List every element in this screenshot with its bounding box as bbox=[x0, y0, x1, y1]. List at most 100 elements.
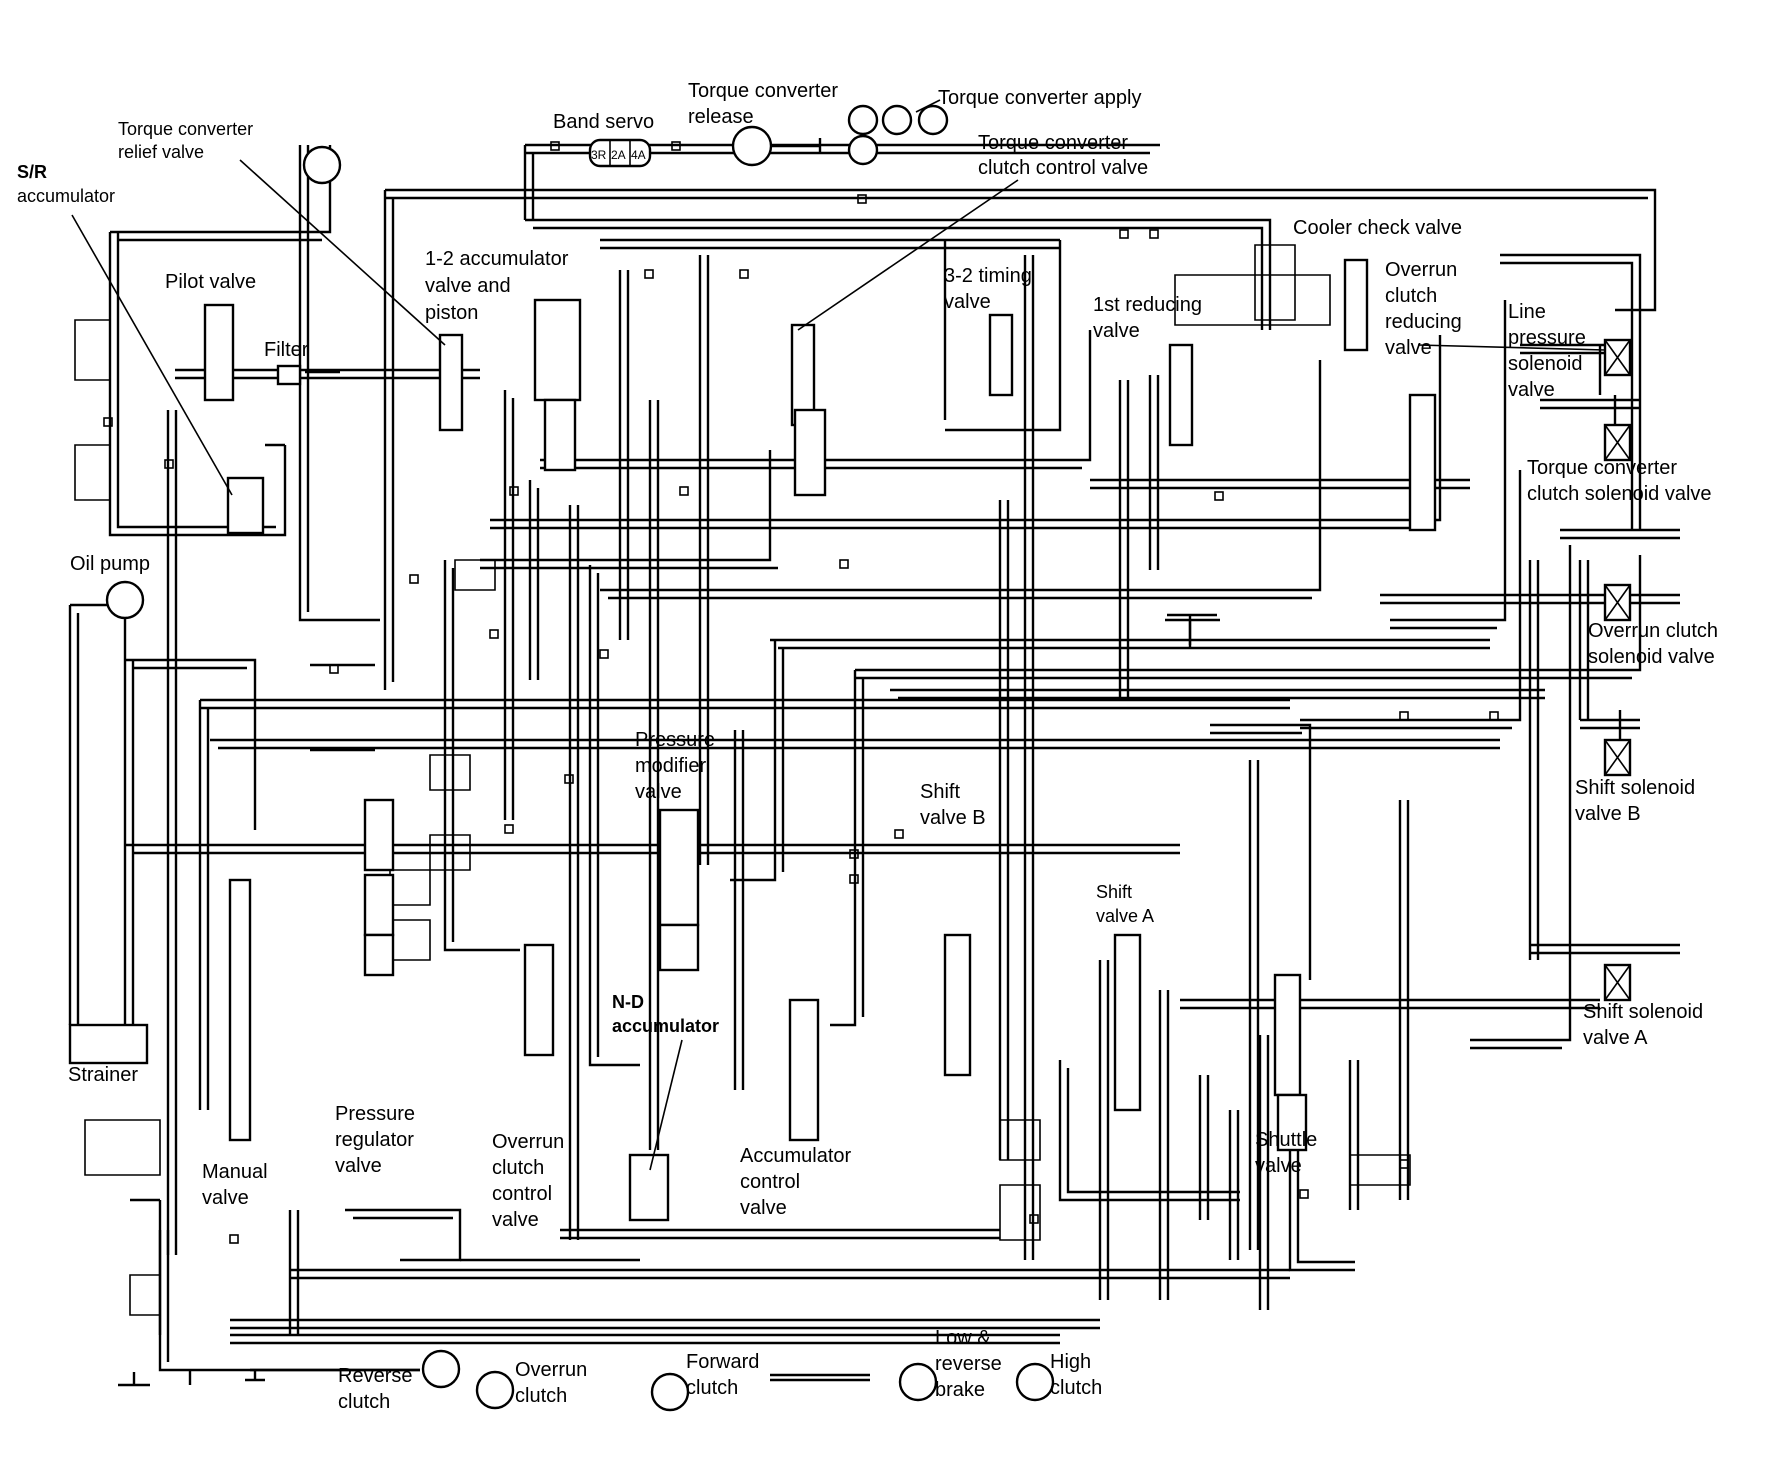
tc-apply-circle-4 bbox=[847, 134, 879, 166]
label-shift-valve-a-2: valve A bbox=[1096, 906, 1154, 926]
label-oil-pump: Oil pump bbox=[70, 553, 150, 575]
high-clutch-circle bbox=[1015, 1362, 1055, 1402]
leader-lines bbox=[71, 99, 1606, 1171]
label-overrun-reducing-1: Overrun bbox=[1385, 259, 1457, 281]
reverse-clutch-circle bbox=[421, 1349, 461, 1389]
label-shift-solenoid-b-2: valve B bbox=[1575, 803, 1641, 825]
label-forward-clutch-2: clutch bbox=[686, 1377, 738, 1399]
label-low-reverse-brake-2: reverse bbox=[935, 1353, 1002, 1375]
tc-relief-circle bbox=[302, 145, 342, 185]
tc-apply-circle-2 bbox=[881, 104, 913, 136]
overrun-control-body bbox=[523, 943, 555, 1057]
label-band-servo: Band servo bbox=[553, 111, 654, 133]
label-nd-accumulator-1: N-D bbox=[612, 992, 644, 1012]
low-reverse-brake-circle bbox=[898, 1362, 938, 1402]
label-tc-relief-1: Torque converter bbox=[118, 119, 253, 139]
label-shift-valve-b-2: valve B bbox=[920, 807, 986, 829]
label-line-pressure-4: valve bbox=[1508, 379, 1555, 401]
label-shift-solenoid-a-2: valve A bbox=[1583, 1027, 1648, 1049]
label-tc-release-1: Torque converter bbox=[688, 80, 838, 102]
pressure-regulator-body bbox=[363, 798, 395, 872]
label-pilot-valve: Pilot valve bbox=[165, 271, 256, 293]
manual-valve-body bbox=[228, 878, 252, 1142]
shift-valve-a-body bbox=[1113, 933, 1142, 1112]
label-overrun-solenoid-1: Overrun clutch bbox=[1588, 620, 1718, 642]
label-high-clutch-2: clutch bbox=[1050, 1377, 1102, 1399]
label-tc-clutch-solenoid-1: Torque converter bbox=[1527, 457, 1677, 479]
label-overrun-reducing-4: valve bbox=[1385, 337, 1432, 359]
label-low-reverse-brake-1: Low & bbox=[935, 1327, 991, 1349]
accum-12-piston bbox=[543, 398, 577, 472]
pilot-valve-body bbox=[203, 303, 235, 402]
label-overrun-control-1: Overrun bbox=[492, 1131, 564, 1153]
label-reverse-clutch-2: clutch bbox=[338, 1391, 390, 1413]
filter-body bbox=[276, 364, 302, 386]
label-reducing-1st-1: 1st reducing bbox=[1093, 294, 1202, 316]
band-servo-body bbox=[588, 138, 652, 168]
label-band-servo-2a: 2A bbox=[611, 148, 626, 162]
label-sr-accumulator-2: accumulator bbox=[17, 186, 115, 206]
label-strainer: Strainer bbox=[68, 1064, 138, 1086]
label-nd-accumulator-2: accumulator bbox=[612, 1016, 719, 1036]
label-line-pressure-3: solenoid bbox=[1508, 353, 1583, 375]
label-accum-12-3: piston bbox=[425, 302, 478, 324]
label-overrun-clutch-1: Overrun bbox=[515, 1359, 587, 1381]
label-shift-solenoid-b-1: Shift solenoid bbox=[1575, 777, 1695, 799]
label-overrun-reducing-2: clutch bbox=[1385, 285, 1437, 307]
accum-12-body bbox=[533, 298, 582, 402]
label-shift-valve-a-1: Shift bbox=[1096, 882, 1132, 902]
reducing-1st-body bbox=[1168, 343, 1194, 447]
label-shift-solenoid-a-1: Shift solenoid bbox=[1583, 1001, 1703, 1023]
label-tc-apply: Torque converter apply bbox=[938, 87, 1141, 109]
overrun-reducing-body bbox=[1408, 393, 1437, 532]
orifice-markers bbox=[103, 141, 1499, 1244]
label-accum-12-1: 1-2 accumulator bbox=[425, 248, 569, 270]
label-forward-clutch-1: Forward bbox=[686, 1351, 759, 1373]
sr-accumulator-body bbox=[226, 476, 265, 535]
label-timing-32-2: valve bbox=[944, 291, 991, 313]
tc-apply-circle-3 bbox=[917, 104, 949, 136]
label-overrun-control-4: valve bbox=[492, 1209, 539, 1231]
label-shuttle-valve-1: Shuttle bbox=[1255, 1129, 1317, 1151]
label-overrun-solenoid-2: solenoid valve bbox=[1588, 646, 1715, 668]
label-low-reverse-brake-3: brake bbox=[935, 1379, 985, 1401]
tc-release-circle bbox=[731, 125, 773, 167]
label-pressure-modifier-3: valve bbox=[635, 781, 682, 803]
shift-valve-b-body bbox=[943, 933, 972, 1077]
label-filter: Filter bbox=[264, 339, 309, 361]
shuttle-valve-body bbox=[1273, 973, 1302, 1097]
label-line-pressure-2: pressure bbox=[1508, 327, 1586, 349]
label-pressure-regulator-3: valve bbox=[335, 1155, 382, 1177]
label-pressure-regulator-1: Pressure bbox=[335, 1103, 415, 1125]
label-band-servo-4a: 4A bbox=[631, 148, 646, 162]
overrun-clutch-circle bbox=[475, 1370, 515, 1410]
label-overrun-clutch-2: clutch bbox=[515, 1385, 567, 1407]
label-tc-clutch-solenoid-2: clutch solenoid valve bbox=[1527, 483, 1712, 505]
label-pressure-modifier-1: Pressure bbox=[635, 729, 715, 751]
label-high-clutch-1: High bbox=[1050, 1351, 1091, 1373]
label-cooler-check-valve: Cooler check valve bbox=[1293, 217, 1462, 239]
label-tc-relief-2: relief valve bbox=[118, 142, 204, 162]
label-accumulator-control-1: Accumulator bbox=[740, 1145, 851, 1167]
label-overrun-reducing-3: reducing bbox=[1385, 311, 1462, 333]
label-tc-release-2: release bbox=[688, 106, 754, 128]
label-line-pressure-1: Line bbox=[1508, 301, 1546, 323]
label-accumulator-control-2: control bbox=[740, 1171, 800, 1193]
label-reducing-1st-2: valve bbox=[1093, 320, 1140, 342]
tc-apply-circle-1 bbox=[847, 104, 879, 136]
strainer-body bbox=[68, 1023, 149, 1065]
label-pressure-regulator-2: regulator bbox=[335, 1129, 414, 1151]
label-overrun-control-2: clutch bbox=[492, 1157, 544, 1179]
labels: S/R accumulator Torque converter relief … bbox=[17, 80, 1718, 1413]
label-shift-valve-b-1: Shift bbox=[920, 781, 960, 803]
label-sr-accumulator-1: S/R bbox=[17, 162, 47, 182]
hydraulic-lines bbox=[68, 143, 1680, 1385]
tc-clutch-control-lower bbox=[793, 408, 827, 497]
label-shuttle-valve-2: valve bbox=[1255, 1155, 1302, 1177]
label-accum-12-2: valve and bbox=[425, 275, 511, 297]
forward-clutch-circle bbox=[650, 1372, 690, 1412]
label-tc-clutch-control-1: Torque converter bbox=[978, 132, 1128, 154]
label-reverse-clutch-1: Reverse bbox=[338, 1365, 412, 1387]
label-tc-clutch-control-2: clutch control valve bbox=[978, 157, 1148, 179]
